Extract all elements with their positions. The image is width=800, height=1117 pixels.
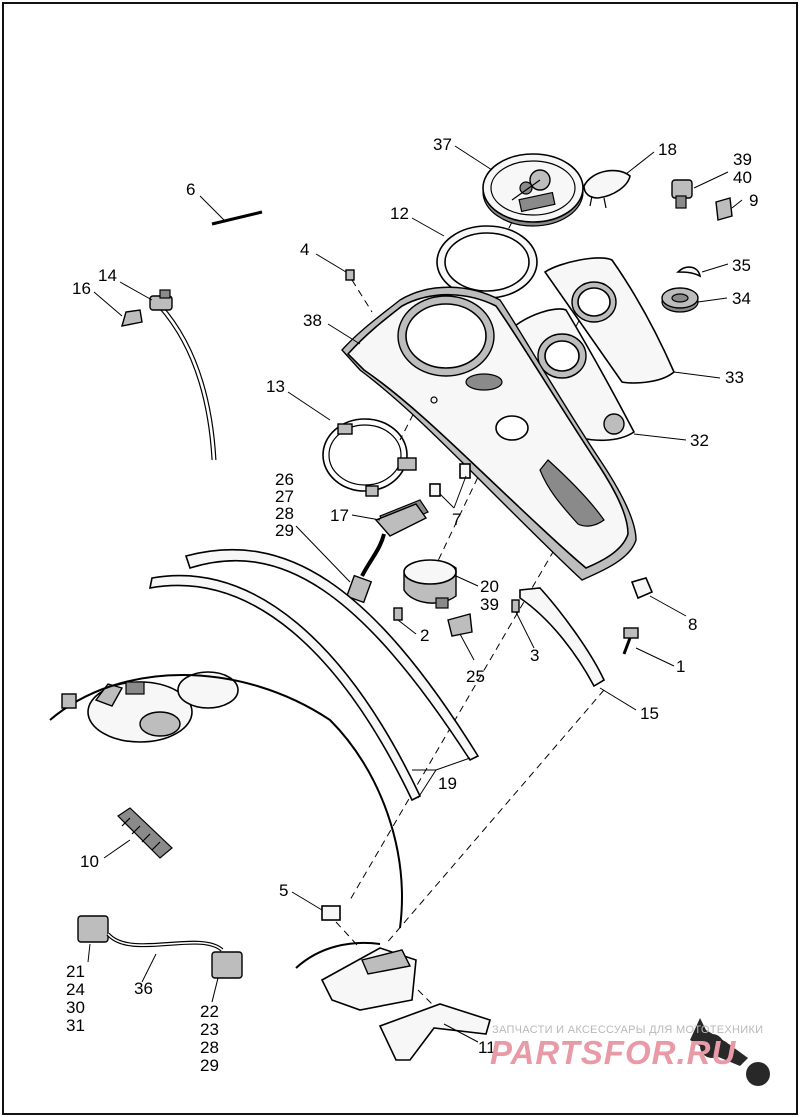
callout-1: 1: [676, 657, 685, 676]
leader-lines: [87, 145, 743, 1043]
part-ignition-switch: [345, 499, 429, 604]
part-fuel-cap: [661, 287, 699, 313]
part-gauge-gasket: [436, 225, 538, 299]
part-fuel-line: [158, 304, 217, 461]
callout-30: 30: [66, 998, 85, 1017]
part-key-clip: [715, 197, 733, 221]
part-cap-seal: [676, 266, 702, 278]
callout-22: 22: [200, 1002, 219, 1021]
part-wire-clip: [321, 905, 341, 921]
part-pin: [211, 210, 263, 226]
callout-5: 5: [279, 881, 288, 900]
part-sleeve: [117, 807, 173, 859]
part-plate: [630, 577, 654, 600]
callout-38: 38: [303, 311, 322, 330]
callout-21: 21: [66, 962, 85, 981]
callout-27: 27: [275, 487, 294, 506]
callout-29: 29: [275, 521, 294, 540]
callout-10: 10: [80, 852, 99, 871]
callout-35: 35: [732, 256, 751, 275]
callout-labels: 37 18 39 40 9 6 12 4 35 14 16 34 38 33 1…: [66, 135, 758, 1075]
part-trim-strips: [148, 548, 480, 802]
callout-15: 15: [640, 704, 659, 723]
part-fuel-pump-module: [87, 671, 239, 743]
part-screw-small: [345, 269, 355, 281]
callout-39: 39: [733, 150, 752, 169]
callout-13: 13: [266, 377, 285, 396]
part-mount-bracket: [320, 947, 417, 1011]
part-mount-clip: [447, 613, 473, 637]
part-rear-bracket: [378, 1003, 491, 1061]
callout-11: 11: [478, 1038, 496, 1057]
part-main-wire-harness: [49, 674, 403, 969]
callout-12: 12: [390, 204, 409, 223]
callout-37: 37: [433, 135, 452, 154]
callout-2: 2: [420, 626, 429, 645]
watermark-caption: ЗАПЧАСТИ И АКСЕССУАРЫ ДЛЯ МОТОТЕХНИКИ: [492, 1024, 764, 1036]
watermark-brand: PARTSFOR.RU: [490, 1034, 737, 1071]
callout-26: 26: [275, 470, 294, 489]
callout-23: 23: [200, 1020, 219, 1039]
callout-36: 36: [134, 979, 153, 998]
part-console-bracket: [519, 587, 606, 688]
part-screw: [393, 607, 403, 621]
callout-32: 32: [690, 431, 709, 450]
callout-14: 14: [98, 266, 117, 285]
part-bolt: [622, 627, 639, 655]
part-fuel-fitting: [149, 289, 173, 311]
part-tank-panel-lower: [508, 308, 636, 442]
callout-24: 24: [66, 980, 85, 999]
callout-39-lower: 39: [480, 595, 499, 614]
part-gauge-trim-cap: [583, 169, 631, 209]
part-gauge-bracket: [322, 418, 417, 497]
callout-6: 6: [186, 180, 195, 199]
part-jumper-harness: [77, 915, 243, 979]
callout-9: 9: [749, 191, 758, 210]
callout-33: 33: [725, 368, 744, 387]
callout-20: 20: [480, 577, 499, 596]
callout-17: 17: [330, 506, 349, 525]
callout-18: 18: [658, 140, 677, 159]
callout-28-lower: 28: [200, 1038, 219, 1057]
callout-29-lower: 29: [200, 1056, 219, 1075]
part-tank-console: [341, 286, 637, 581]
callout-8: 8: [688, 615, 697, 634]
callout-4: 4: [300, 240, 309, 259]
callout-25: 25: [466, 667, 485, 686]
callout-19: 19: [438, 774, 457, 793]
callout-34: 34: [732, 289, 751, 308]
callout-28: 28: [275, 504, 294, 523]
callout-16: 16: [72, 279, 91, 298]
part-ignition-key: [671, 179, 693, 209]
part-tank-panel-upper: [543, 257, 675, 384]
callout-7: 7: [452, 510, 461, 529]
part-rubber-cap: [121, 309, 143, 327]
part-speedometer: [482, 153, 584, 227]
motorcycle-icon: [690, 1018, 770, 1086]
callout-3: 3: [530, 646, 539, 665]
callout-40: 40: [733, 168, 752, 187]
part-fuel-gauge-sender: [403, 559, 457, 609]
callout-31: 31: [66, 1016, 85, 1035]
part-screw-bracket: [511, 599, 520, 613]
